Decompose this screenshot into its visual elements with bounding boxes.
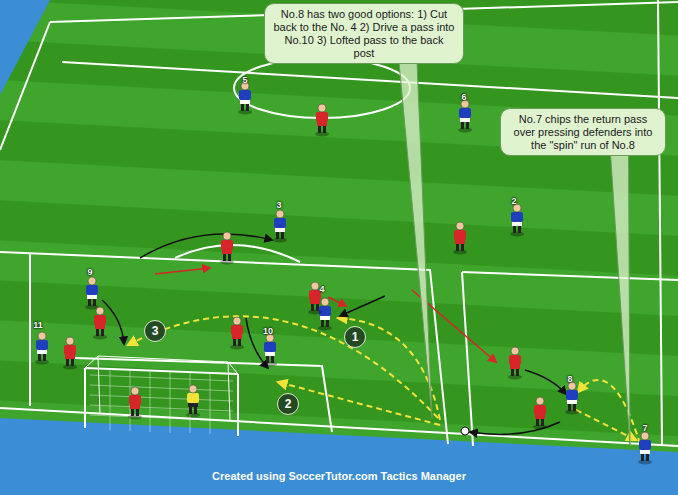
player-number: 5: [242, 75, 247, 85]
player-figure: [63, 337, 77, 370]
player-figure: [453, 222, 467, 255]
callout-number: 2: [277, 393, 299, 415]
callout-number-text: 1: [352, 330, 359, 344]
player-figure: [533, 397, 547, 430]
player-figure: [318, 298, 332, 331]
player-figure: [565, 382, 579, 415]
player-figure: [508, 347, 522, 380]
callout-number-text: 2: [285, 397, 292, 411]
player-figure: [220, 232, 234, 265]
callout-number: 3: [144, 320, 166, 342]
player-figure: [458, 100, 472, 133]
player-number: 8: [567, 374, 572, 384]
callout-number-text: 3: [152, 324, 159, 338]
player-figure: [263, 334, 277, 367]
player-number: 11: [33, 320, 43, 330]
player-figure: [510, 204, 524, 237]
player-figure: [238, 82, 252, 115]
callout-text: No.7 chips the return pass over pressing…: [514, 113, 653, 151]
player-number: 10: [263, 326, 273, 336]
player-number: 2: [511, 196, 516, 206]
player-figure: [315, 104, 329, 137]
player-figure: [638, 432, 652, 465]
player-figure: [186, 385, 200, 418]
player-figure: [230, 317, 244, 350]
callout-number: 1: [344, 326, 366, 348]
player-number: 6: [461, 92, 466, 102]
player-figure: [93, 307, 107, 340]
callout-tail: [399, 62, 432, 418]
player-number: 9: [87, 267, 92, 277]
player-number: 7: [642, 423, 647, 433]
note-callout: No.8 has two good options: 1) Cut back t…: [264, 3, 464, 64]
note-callout: No.7 chips the return pass over pressing…: [500, 108, 666, 156]
callout-tail: [611, 154, 630, 446]
player-number: 4: [319, 284, 324, 294]
player-number: 3: [276, 200, 281, 210]
player-figure: [35, 332, 49, 365]
callout-text: No.8 has two good options: 1) Cut back t…: [274, 8, 455, 59]
player-figure: [273, 210, 287, 243]
caption: Created using SoccerTutor.com Tactics Ma…: [0, 470, 678, 482]
player-figure: [85, 277, 99, 310]
player-figure: [128, 387, 142, 420]
